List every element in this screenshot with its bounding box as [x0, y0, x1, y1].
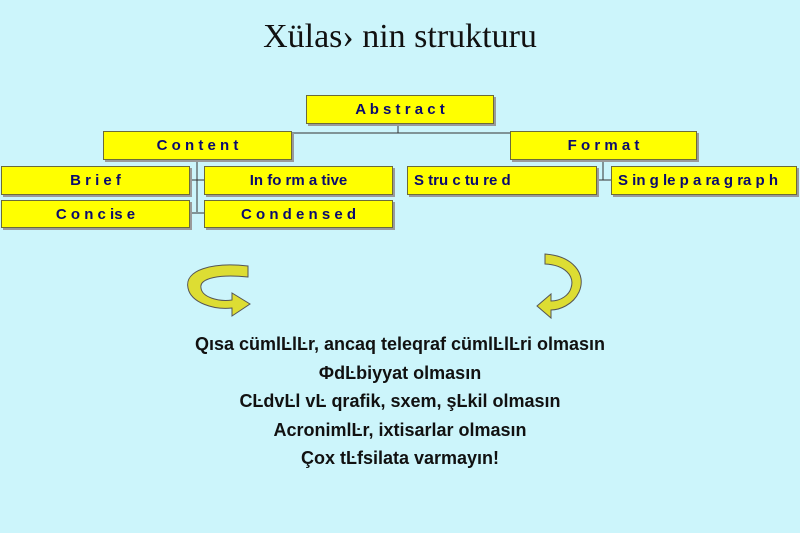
- node-abstract-label: A b s t r a c t: [355, 101, 445, 118]
- rule-item: ФdĿbiyyat olmasın: [318, 362, 482, 383]
- node-content-label: C o n t e n t: [156, 137, 239, 154]
- node-abstract: A b s t r a c t: [306, 95, 494, 124]
- rule-item: Qısa cümlĿlĿr, ancaq teleqraf cümlĿlĿri …: [194, 334, 606, 354]
- node-informative-label: In fo rm a tive: [249, 172, 348, 189]
- rule-item: CĿdvĿl vĿ qrafik, sxem, şĿkil olmasın: [239, 391, 561, 411]
- node-structured-label: S tru c tu re d: [414, 172, 511, 189]
- node-condensed-label: C o n d e n s e d: [240, 205, 356, 223]
- rule-item: Çox tĿfsilata varmayın!: [300, 448, 500, 468]
- node-brief: B r i e f: [1, 166, 190, 195]
- curved-arrow-right-icon: [536, 253, 582, 320]
- page-title: Xülas› nin strukturu: [263, 18, 537, 55]
- node-condensed: C o n d e n s e d: [204, 200, 393, 228]
- node-concise-label: C o n c is e: [55, 205, 136, 223]
- node-single-paragraph: S in g le p a ra g ra p h: [611, 166, 797, 195]
- node-concise: C o n c is e: [1, 200, 190, 228]
- node-format: F o r m a t: [510, 131, 697, 160]
- node-single-paragraph-label: S in g le p a ra g ra p h: [618, 172, 779, 189]
- node-structured: S tru c tu re d: [407, 166, 597, 195]
- node-format-label: F o r m a t: [567, 137, 640, 154]
- curved-arrow-left-icon: [187, 264, 251, 317]
- rules-list: Qısa cümlĿlĿr, ancaq teleqraf cümlĿlĿri …: [0, 330, 800, 473]
- node-informative: In fo rm a tive: [204, 166, 393, 195]
- node-brief-label: B r i e f: [70, 172, 121, 189]
- node-content: C o n t e n t: [103, 131, 292, 160]
- rule-item: AcronimlĿr, ixtisarlar olmasın: [273, 419, 527, 440]
